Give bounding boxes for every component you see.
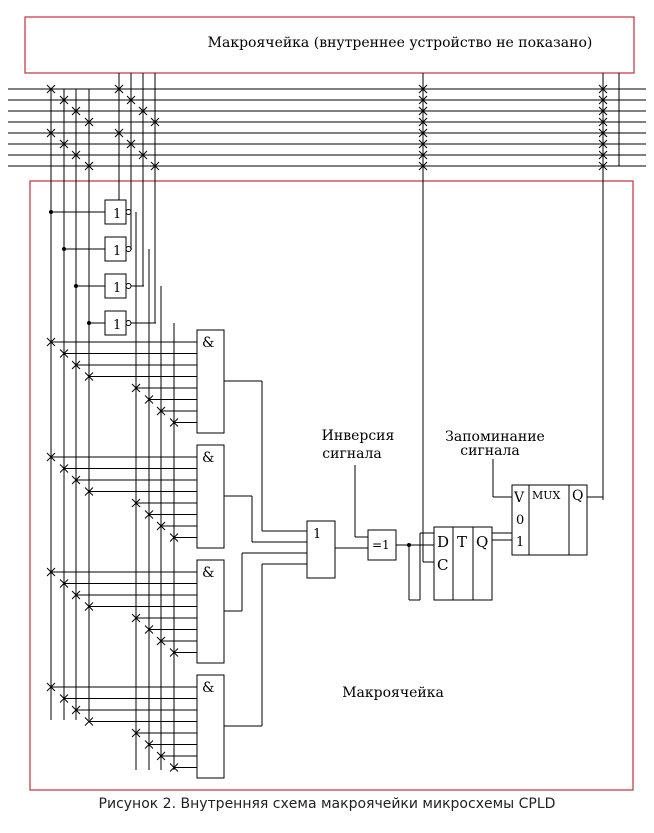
mux-q-label: Q (572, 488, 583, 504)
cross-mark (418, 106, 428, 116)
storage-label-line2: сигнала (460, 443, 519, 459)
wiring (51, 211, 603, 768)
mux-title: MUX (532, 489, 561, 502)
d-trigger: D C T Q (433, 526, 493, 601)
mux-in0-label: 0 (516, 513, 524, 528)
and-gate-label: & (202, 565, 214, 581)
cross-mark (150, 161, 160, 171)
and-gate: & (196, 444, 225, 549)
multiplexer: V 0 1 MUX Q (511, 484, 588, 556)
cross-mark (418, 117, 428, 127)
main-macrocell-box (29, 180, 634, 791)
trigger-t-label: T (457, 533, 467, 551)
interconnect-bus (8, 88, 646, 167)
cross-mark (84, 117, 94, 127)
and-gate-label: & (202, 680, 214, 696)
cross-mark (46, 84, 56, 94)
figure-caption: Рисунок 2. Внутренняя схема макроячейки … (98, 796, 556, 812)
and-gate-label: & (202, 450, 214, 466)
inversion-label-line1: Инверсия (322, 428, 395, 444)
xor-gate: =1 (367, 529, 397, 561)
cross-mark (418, 84, 428, 94)
and-gate: & (196, 329, 225, 434)
cross-mark (418, 139, 428, 149)
trigger-q-label: Q (476, 533, 488, 551)
storage-label-line1: Запоминание (445, 429, 545, 445)
trigger-d-label: D (437, 533, 449, 551)
cross-mark (598, 84, 608, 94)
not-gate: 1 (104, 199, 132, 225)
inversion-label-line2: сигнала (322, 446, 381, 462)
cross-mark (418, 95, 428, 105)
cross-mark (59, 95, 69, 105)
not-gate-label: 1 (113, 281, 121, 296)
mux-in1-label: 1 (516, 535, 524, 550)
mux-v-label: V (513, 490, 525, 506)
xor-gate-label: =1 (372, 538, 390, 552)
cross-mark (114, 84, 124, 94)
or-gate: 1 (306, 520, 336, 579)
cross-mark (418, 128, 428, 138)
cross-mark (150, 117, 160, 127)
and-gate: & (196, 559, 225, 664)
not-gate-label: 1 (113, 207, 121, 222)
not-gate-label: 1 (113, 318, 121, 333)
cross-mark (59, 139, 69, 149)
and-gate: & (196, 674, 225, 779)
cross-mark (71, 150, 81, 160)
top-macrocell-box (24, 16, 635, 74)
cross-mark (598, 161, 608, 171)
trigger-c-label: C (437, 556, 448, 574)
not-gate-label: 1 (113, 244, 121, 259)
cross-mark (598, 95, 608, 105)
cross-mark (598, 117, 608, 127)
cross-mark (418, 161, 428, 171)
feed-lines (50, 73, 620, 770)
cross-mark (598, 139, 608, 149)
and-gate-label: & (202, 335, 214, 351)
not-gate: 1 (104, 273, 132, 299)
top-macrocell-label: Макроячейка (внутреннее устройство не по… (208, 35, 593, 51)
cpld-macrocell-diagram: Макроячейка (внутреннее устройство не по… (8, 16, 646, 791)
cross-mark (71, 106, 81, 116)
main-macrocell-label: Макроячейка (342, 685, 444, 701)
cross-mark (84, 161, 94, 171)
cross-mark (138, 150, 148, 160)
cross-mark (598, 150, 608, 160)
cross-mark (598, 106, 608, 116)
cross-mark (46, 128, 56, 138)
not-gate: 1 (104, 310, 132, 336)
cross-mark (126, 95, 136, 105)
not-gate: 1 (104, 236, 132, 262)
cross-mark (114, 128, 124, 138)
cross-mark (138, 106, 148, 116)
cross-mark (598, 128, 608, 138)
cross-mark (418, 150, 428, 160)
cross-mark (126, 139, 136, 149)
or-gate-label: 1 (313, 527, 321, 542)
